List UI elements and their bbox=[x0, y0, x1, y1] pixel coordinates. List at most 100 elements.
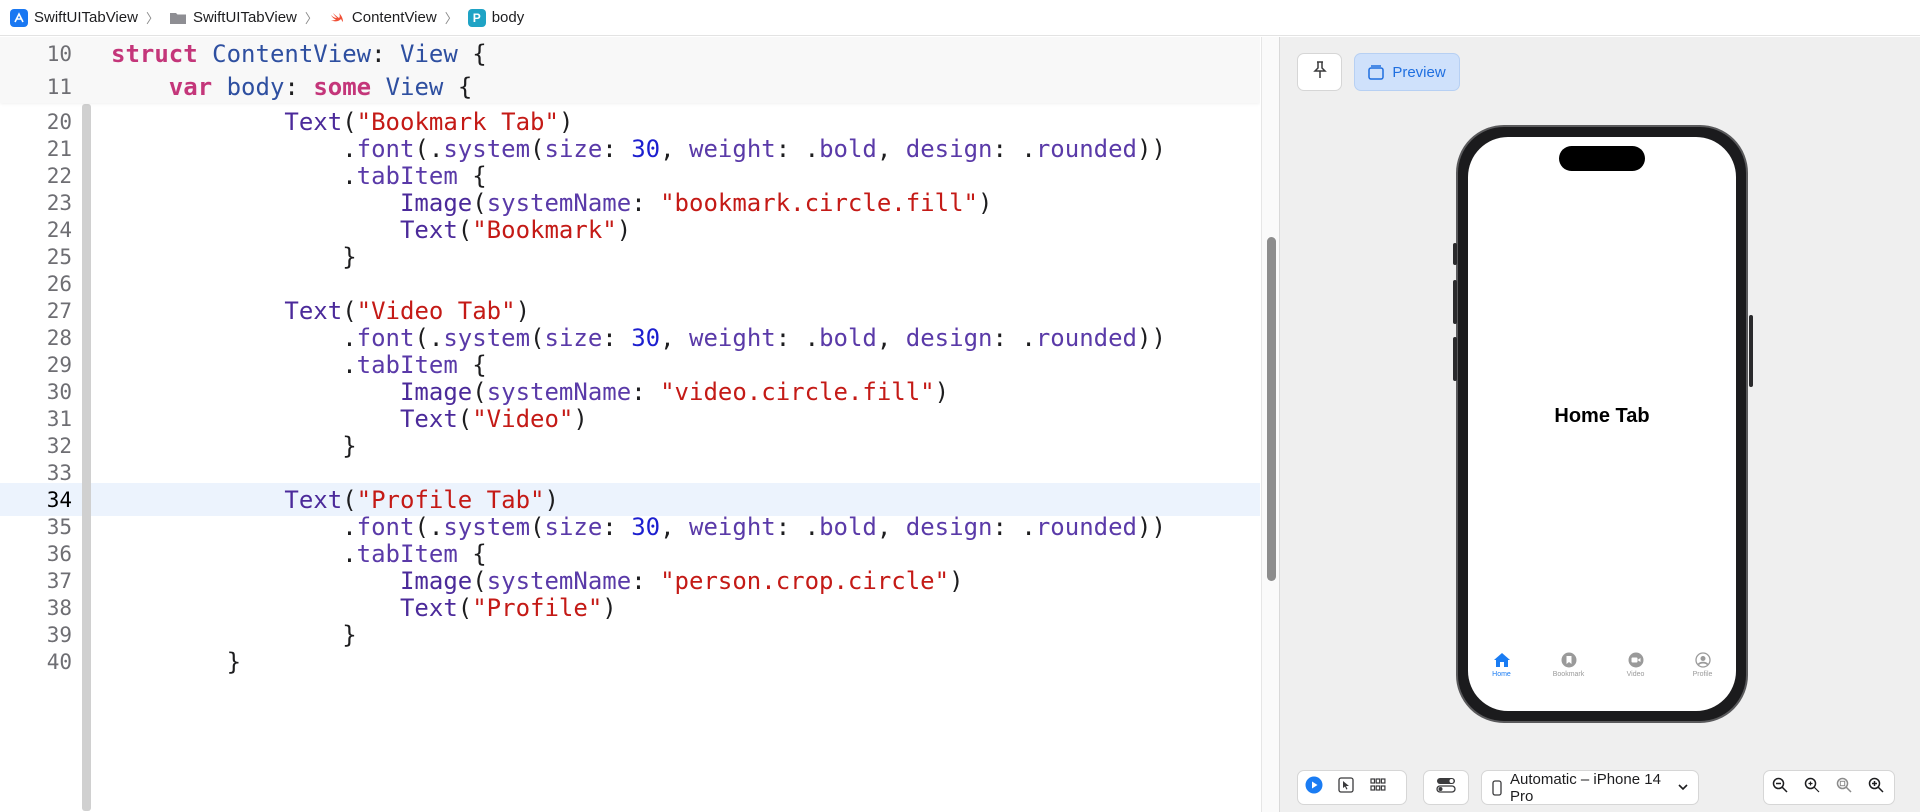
breadcrumb-label: SwiftUITabView bbox=[34, 9, 138, 26]
tab-profile[interactable]: Profile bbox=[1673, 651, 1733, 691]
line-number: 40 bbox=[46, 649, 72, 674]
toggle-settings-icon bbox=[1436, 777, 1456, 798]
line-number: 37 bbox=[46, 568, 72, 593]
code-text[interactable]: Text("Profile Tab") bbox=[284, 485, 559, 514]
code-text[interactable]: .tabItem { bbox=[342, 539, 487, 568]
zoom-in-button[interactable] bbox=[1860, 770, 1892, 805]
zoom-actual-button[interactable] bbox=[1828, 770, 1860, 805]
code-line[interactable]: 35 .font(.system(size: 30, weight: .bold… bbox=[0, 510, 1260, 543]
pin-button[interactable] bbox=[1297, 53, 1342, 91]
breadcrumb-item-symbol[interactable]: P body bbox=[467, 0, 525, 36]
line-number: 35 bbox=[46, 514, 72, 539]
code-text[interactable]: .tabItem { bbox=[342, 161, 487, 190]
zoom-out-button[interactable] bbox=[1764, 770, 1796, 805]
code-line[interactable]: 30 Image(systemName: "video.circle.fill"… bbox=[0, 375, 1260, 408]
device-settings-button[interactable] bbox=[1423, 770, 1469, 805]
code-line[interactable]: 22 .tabItem { bbox=[0, 159, 1260, 192]
code-line[interactable]: 32 } bbox=[0, 429, 1260, 462]
phone-screen[interactable]: Home Tab Home Bookmark bbox=[1468, 137, 1736, 711]
editor-scrollbar[interactable] bbox=[1261, 37, 1279, 812]
tab-home[interactable]: Home bbox=[1472, 651, 1532, 691]
code-text[interactable]: .font(.system(size: 30, weight: .bold, d… bbox=[342, 134, 1166, 163]
code-line[interactable]: 24 Text("Bookmark") bbox=[0, 213, 1260, 246]
code-text[interactable]: } bbox=[342, 242, 357, 271]
property-icon: P bbox=[467, 8, 486, 27]
line-number: 29 bbox=[46, 352, 72, 377]
iphone-icon bbox=[1492, 779, 1502, 796]
line-number: 32 bbox=[46, 433, 72, 458]
house-icon bbox=[1493, 651, 1511, 669]
tab-label: Profile bbox=[1692, 671, 1713, 678]
side-button bbox=[1749, 315, 1753, 387]
code-line[interactable]: 38 Text("Profile") bbox=[0, 591, 1260, 624]
code-text[interactable]: Image(systemName: "video.circle.fill") bbox=[399, 377, 950, 406]
code-line[interactable]: 29 .tabItem { bbox=[0, 348, 1260, 381]
scrollbar-thumb[interactable] bbox=[1267, 237, 1276, 581]
variants-button[interactable] bbox=[1362, 770, 1394, 805]
code-line[interactable]: 37 Image(systemName: "person.crop.circle… bbox=[0, 564, 1260, 597]
code-text[interactable]: .font(.system(size: 30, weight: .bold, d… bbox=[342, 512, 1166, 541]
live-mode-button[interactable] bbox=[1298, 770, 1330, 805]
tab-label: Bookmark bbox=[1552, 671, 1585, 678]
canvas-toolbar: Automatic – iPhone 14 Pro bbox=[1280, 760, 1920, 812]
code-line[interactable]: 39 } bbox=[0, 618, 1260, 651]
code-text[interactable]: } bbox=[226, 647, 242, 676]
code-line[interactable]: 31 Text("Video") bbox=[0, 402, 1260, 435]
dynamic-island bbox=[1559, 146, 1645, 171]
code-line[interactable]: 26 bbox=[0, 267, 1260, 300]
iphone-preview[interactable]: Home Tab Home Bookmark bbox=[1453, 125, 1753, 723]
code-line[interactable]: 36 .tabItem { bbox=[0, 537, 1260, 570]
breadcrumb-label: body bbox=[491, 9, 525, 26]
code-text[interactable]: Text("Video Tab") bbox=[284, 296, 531, 325]
code-text[interactable]: struct ContentView: View { bbox=[111, 39, 487, 68]
code-text[interactable]: Text("Profile") bbox=[399, 593, 617, 622]
selectable-mode-button[interactable] bbox=[1330, 770, 1362, 805]
code-text[interactable]: .tabItem { bbox=[342, 350, 487, 379]
line-number: 31 bbox=[46, 406, 72, 431]
code-text[interactable]: .font(.system(size: 30, weight: .bold, d… bbox=[342, 323, 1166, 352]
grid-icon bbox=[1370, 778, 1386, 797]
line-number: 27 bbox=[46, 298, 72, 323]
code-text[interactable]: } bbox=[342, 620, 357, 649]
code-text[interactable]: Image(systemName: "person.crop.circle") bbox=[399, 566, 964, 595]
code-text[interactable]: Text("Video") bbox=[399, 404, 588, 433]
line-number: 25 bbox=[46, 244, 72, 269]
code-line[interactable]: 28 .font(.system(size: 30, weight: .bold… bbox=[0, 321, 1260, 354]
tab-video[interactable]: Video bbox=[1606, 651, 1666, 691]
tab-bookmark[interactable]: Bookmark bbox=[1539, 651, 1599, 691]
code-text[interactable]: Text("Bookmark Tab") bbox=[284, 107, 574, 136]
zoom-fit-button[interactable] bbox=[1796, 770, 1828, 805]
breadcrumb-item-folder[interactable]: SwiftUITabView 〉 bbox=[169, 0, 328, 36]
preview-button[interactable]: Preview bbox=[1354, 53, 1460, 91]
side-button bbox=[1453, 243, 1457, 265]
code-fold-ribbon[interactable] bbox=[82, 104, 91, 811]
code-line[interactable]: 21 .font(.system(size: 30, weight: .bold… bbox=[0, 132, 1260, 165]
breadcrumb-item-project[interactable]: SwiftUITabView 〉 bbox=[10, 0, 169, 36]
zoom-group bbox=[1763, 770, 1895, 805]
code-line[interactable]: 23 Image(systemName: "bookmark.circle.fi… bbox=[0, 186, 1260, 219]
code-line[interactable]: 34 Text("Profile Tab") bbox=[0, 483, 1260, 516]
code-text[interactable]: var body: some View { bbox=[168, 72, 473, 101]
swift-file-icon bbox=[328, 9, 346, 27]
code-line[interactable]: 20 Text("Bookmark Tab") bbox=[0, 105, 1260, 138]
cursor-select-icon bbox=[1338, 777, 1354, 798]
code-line[interactable]: 33 bbox=[0, 456, 1260, 489]
device-selector[interactable]: Automatic – iPhone 14 Pro bbox=[1481, 770, 1699, 805]
preview-canvas: Preview Home Tab Home Bookmark bbox=[1279, 37, 1920, 812]
code-line[interactable]: 27 Text("Video Tab") bbox=[0, 294, 1260, 327]
line-number: 21 bbox=[46, 136, 72, 161]
code-text[interactable]: Image(systemName: "bookmark.circle.fill"… bbox=[399, 188, 993, 217]
breadcrumb-item-file[interactable]: ContentView 〉 bbox=[328, 0, 468, 36]
code-line[interactable]: 25 } bbox=[0, 240, 1260, 273]
code-text[interactable]: } bbox=[342, 431, 357, 460]
code-text[interactable]: Text("Bookmark") bbox=[399, 215, 632, 244]
breadcrumb-label: SwiftUITabView bbox=[192, 9, 297, 26]
line-number: 11 bbox=[46, 74, 72, 99]
preview-label: Preview bbox=[1392, 63, 1446, 81]
code-line[interactable]: 40 } bbox=[0, 645, 1260, 678]
line-number: 28 bbox=[46, 325, 72, 350]
code-line[interactable]: 11 var body: some View { bbox=[0, 70, 1260, 103]
code-editor[interactable]: 1920 Text("Bookmark Tab")21 .font(.syste… bbox=[0, 37, 1260, 812]
